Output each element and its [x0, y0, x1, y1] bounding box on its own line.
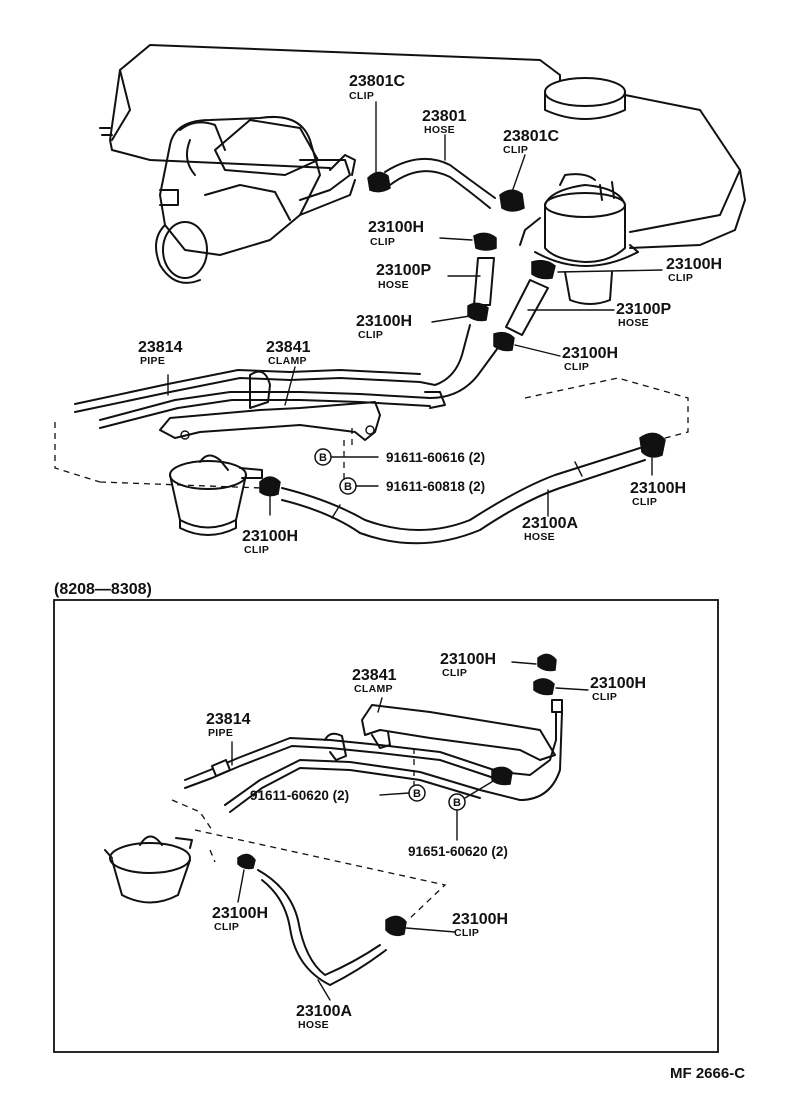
inset-dashed-routing-outline	[171, 799, 447, 921]
label-23100h-b-sub: CLIP	[358, 329, 383, 341]
engine-and-carburetor-illustration	[99, 44, 746, 284]
label-23100h-c: 23100H	[666, 256, 722, 273]
label-23100h-j: 23100H	[452, 911, 508, 928]
bolt-number-top-2: 91611-60818 (2)	[386, 479, 485, 494]
label-23100h-a-sub: CLIP	[370, 236, 395, 248]
label-23841-inset-sub: CLAMP	[354, 683, 393, 695]
label-23100h-h: 23100H	[590, 675, 646, 692]
bolt-markers-top: B B	[314, 428, 379, 495]
hose-23100p-b	[493, 259, 556, 352]
label-23100h-g-sub: CLIP	[442, 667, 467, 679]
label-23100h-d-sub: CLIP	[564, 361, 589, 373]
svg-text:B: B	[344, 481, 352, 493]
clamp-23841	[159, 370, 381, 441]
fuel-filter-top	[169, 454, 281, 536]
hose-23100a-top	[281, 432, 666, 545]
label-23100h-c-sub: CLIP	[668, 272, 693, 284]
label-23100h-b: 23100H	[356, 313, 412, 330]
label-23814-inset: 23814	[206, 711, 251, 728]
label-23841-top: 23841	[266, 339, 311, 356]
label-23100a-top-sub: HOSE	[524, 531, 555, 543]
label-23100h-i: 23100H	[212, 905, 268, 922]
bolt-markers-inset: B B	[379, 748, 496, 841]
inset-clamp-23841	[324, 704, 556, 761]
inset-hose-23100a	[257, 869, 387, 986]
label-23801c-b-sub: CLIP	[503, 144, 528, 156]
label-23801c-b: 23801C	[503, 128, 559, 145]
label-23100h-f-sub: CLIP	[632, 496, 657, 508]
label-23100h-i-sub: CLIP	[214, 921, 239, 933]
label-23100h-e: 23100H	[242, 528, 298, 545]
label-23814-top-sub: PIPE	[140, 355, 165, 367]
svg-text:B: B	[453, 797, 461, 809]
label-23100p-b-sub: HOSE	[618, 317, 649, 329]
label-23100p-b: 23100P	[616, 301, 671, 318]
bolt-number-inset-1: 91611-60620 (2)	[250, 788, 349, 803]
bolt-number-top-1: 91611-60616 (2)	[386, 450, 485, 465]
label-23801c-a: 23801C	[349, 73, 405, 90]
hose-23100p-a	[467, 232, 497, 322]
figure-reference: MF 2666-C	[670, 1065, 745, 1082]
label-23814-top: 23814	[138, 339, 183, 356]
label-23801: 23801	[422, 108, 467, 125]
bolt-number-inset-2: 91651-60620 (2)	[408, 844, 508, 859]
leader-lines-inset	[231, 661, 589, 1001]
label-23801-sub: HOSE	[424, 124, 455, 136]
label-23100a-inset-sub: HOSE	[298, 1019, 329, 1031]
label-23100p-a-sub: HOSE	[378, 279, 409, 291]
label-23100h-d: 23100H	[562, 345, 618, 362]
label-23814-inset-sub: PIPE	[208, 727, 233, 739]
label-23100a-top: 23100A	[522, 515, 578, 532]
clip-23801c-b-shape	[499, 189, 525, 212]
label-23841-top-sub: CLAMP	[268, 355, 307, 367]
inset-frame	[53, 599, 719, 1053]
inset-date-range: (8208—8308)	[54, 581, 152, 598]
label-23801c-a-sub: CLIP	[349, 90, 374, 102]
label-23100h-e-sub: CLIP	[244, 544, 269, 556]
svg-text:B: B	[319, 452, 327, 464]
inset-clips-shapes	[237, 653, 557, 937]
label-23100h-a: 23100H	[368, 219, 424, 236]
inset-fuel-filter	[104, 835, 193, 904]
fuel-pump-illustration	[519, 173, 639, 305]
label-23100p-a: 23100P	[376, 262, 431, 279]
hose-23801	[384, 157, 496, 209]
label-23100h-f: 23100H	[630, 480, 686, 497]
leader-lines-top	[167, 101, 663, 517]
clip-23801c-a-shape	[367, 171, 391, 193]
label-23100h-g: 23100H	[440, 651, 496, 668]
label-23100h-j-sub: CLIP	[454, 927, 479, 939]
svg-text:B: B	[413, 788, 421, 800]
label-23100h-h-sub: CLIP	[592, 691, 617, 703]
label-23100a-inset: 23100A	[296, 1003, 352, 1020]
label-23841-inset: 23841	[352, 667, 397, 684]
